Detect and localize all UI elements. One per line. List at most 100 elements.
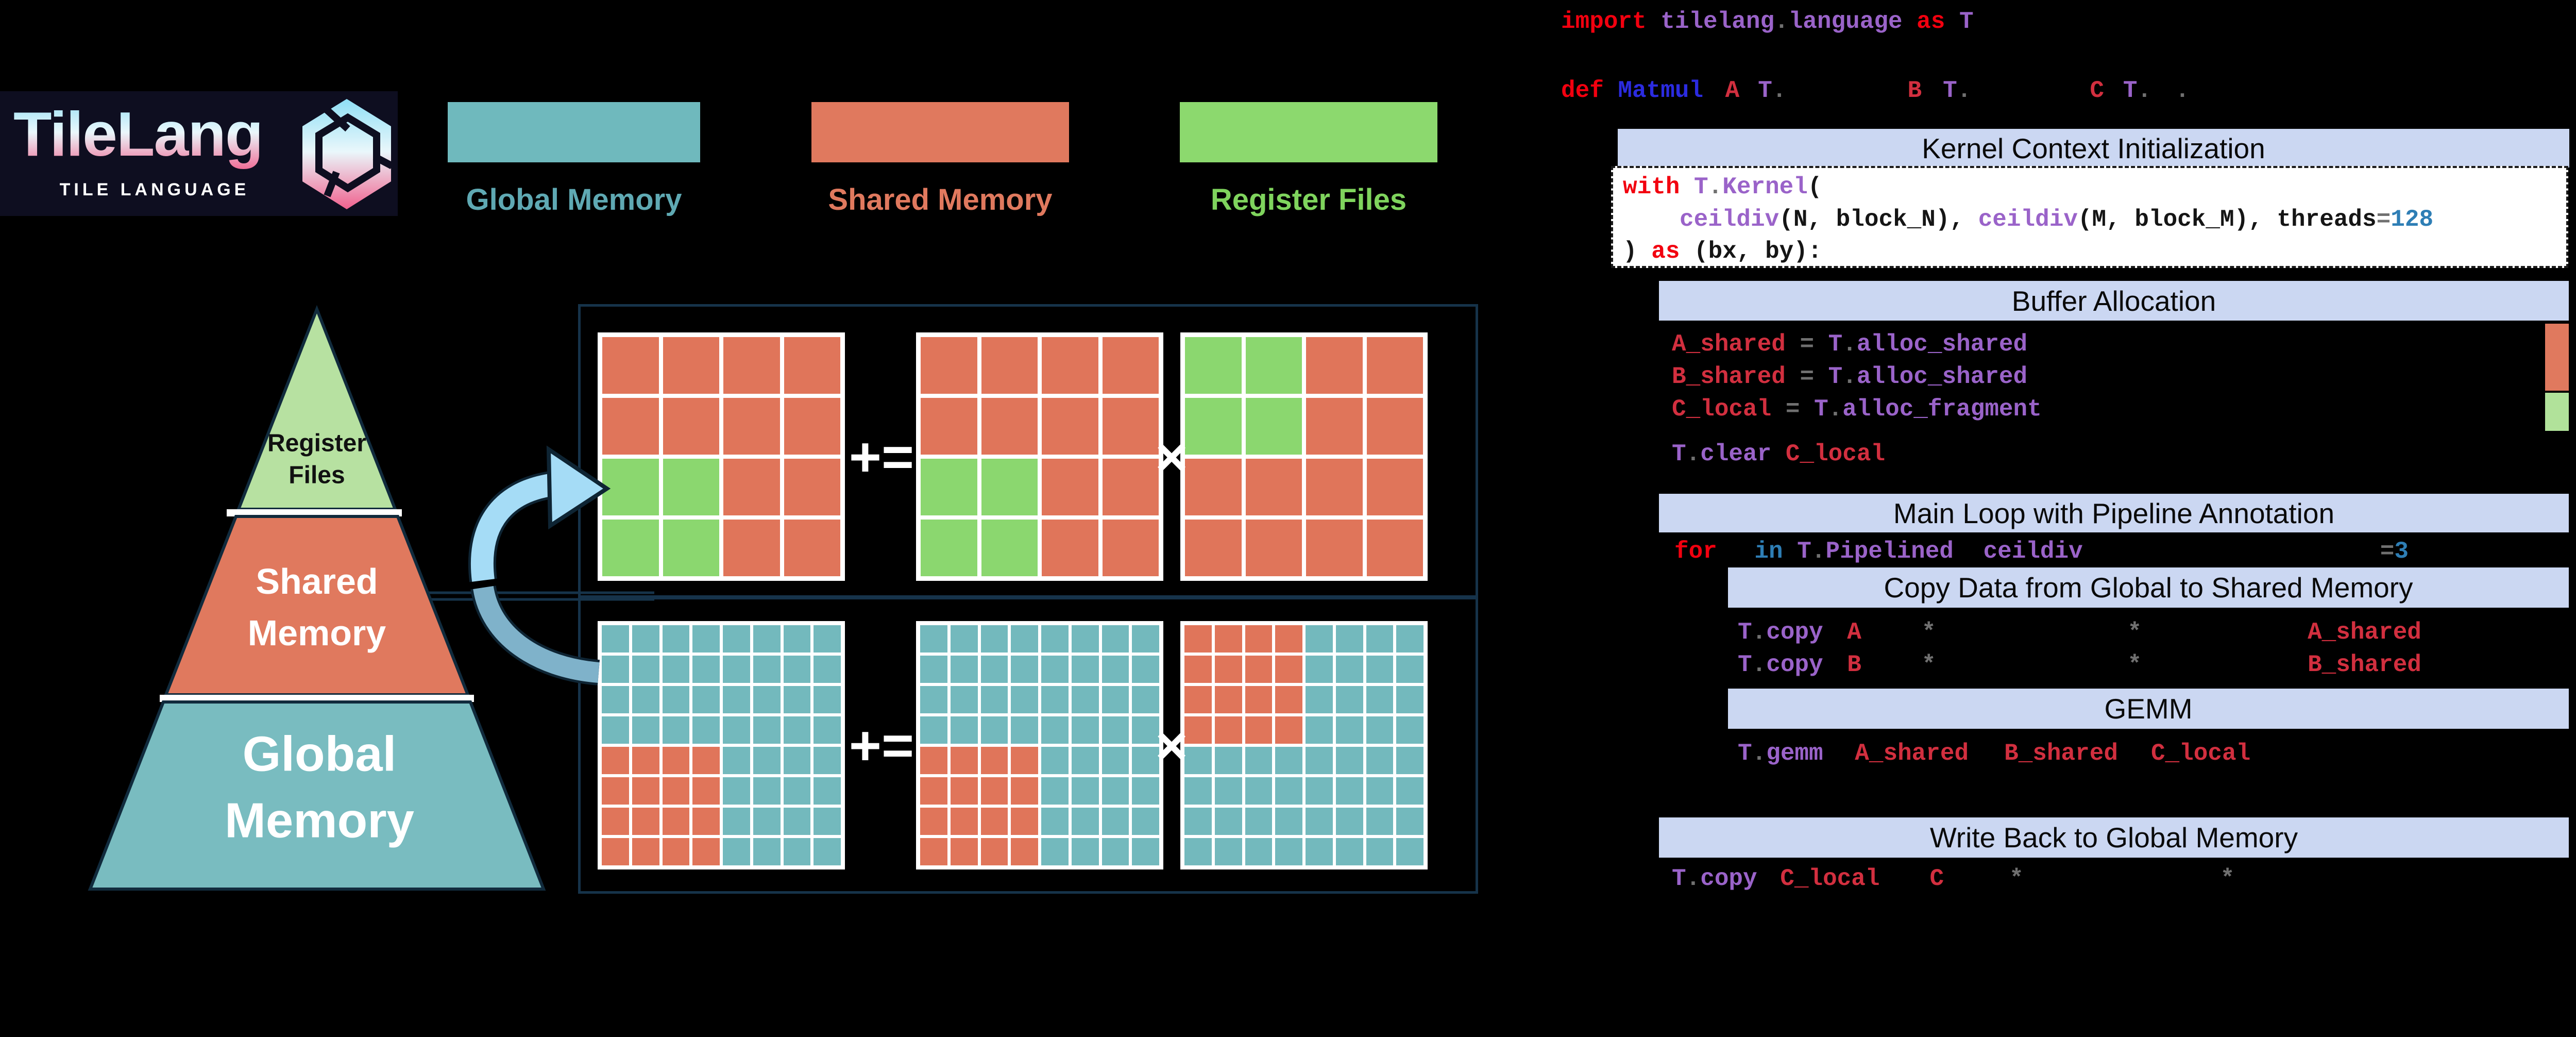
- matrix-cell: [784, 520, 840, 576]
- matrix-cell: [632, 838, 659, 865]
- kernel-context-code-box: [1611, 166, 2568, 268]
- matrix-cell: [1214, 716, 1242, 744]
- global-grid-3: [1180, 621, 1428, 869]
- matrix-cell: [602, 808, 629, 835]
- matrix-cell: [784, 459, 840, 515]
- ceildiv-line: ceildiv(N, block_N), ceildiv(M, block_M)…: [1680, 206, 2434, 233]
- matrix-cell: [814, 808, 841, 835]
- matrix-cell: [632, 808, 659, 835]
- matrix-cell: [1042, 337, 1098, 394]
- matrix-cell: [784, 337, 840, 394]
- matrix-cell: [980, 716, 1008, 744]
- matrix-cell: [1275, 656, 1302, 683]
- kernel-close-line: ) as (bx, by):: [1623, 238, 1822, 265]
- matrix-cell: [950, 838, 978, 865]
- t-clear-line: T.clear C_local: [1672, 441, 1886, 467]
- matrix-cell: [1245, 459, 1302, 515]
- matrix-cell: [1102, 459, 1159, 515]
- matrix-cell: [1041, 777, 1069, 805]
- matrix-cell: [1245, 337, 1302, 394]
- matrix-cell: [1396, 838, 1423, 865]
- matrix-cell: [981, 459, 1038, 515]
- import-line: import tilelang.language as T: [1561, 8, 1974, 35]
- matrix-cell: [1396, 747, 1423, 774]
- matrix-cell: [662, 716, 690, 744]
- matrix-cell: [1245, 777, 1273, 805]
- matrix-cell: [1306, 656, 1333, 683]
- matrix-cell: [1396, 686, 1423, 713]
- matrix-cell: [920, 747, 947, 774]
- matrix-cell: [1011, 747, 1038, 774]
- for-line: for in T.Pipelined ceildiv=3: [1674, 538, 2409, 565]
- matrix-cell: [920, 777, 947, 805]
- matrix-cell: [1366, 686, 1394, 713]
- register-files-strip: [2545, 393, 2569, 431]
- matrix-cell: [632, 777, 659, 805]
- matrix-cell: [662, 838, 690, 865]
- matrix-cell: [920, 838, 947, 865]
- pyramid-label-shared-2: Memory: [248, 613, 386, 653]
- matrix-cell: [1366, 656, 1394, 683]
- matrix-cell: [602, 656, 629, 683]
- matrix-cell: [1042, 459, 1098, 515]
- matrix-cell: [1366, 808, 1394, 835]
- section-header-kernel-context: Kernel Context Initialization: [1618, 129, 2569, 168]
- matrix-cell: [602, 686, 629, 713]
- matrix-cell: [1071, 777, 1099, 805]
- matrix-cell: [814, 625, 841, 653]
- section-header-write-back: Write Back to Global Memory: [1659, 817, 2569, 858]
- matrix-cell: [1275, 716, 1302, 744]
- matrix-cell: [981, 520, 1038, 576]
- legend-swatch-global: [448, 102, 700, 162]
- plus-equals-operator-top: +=: [849, 425, 914, 488]
- matrix-cell: [753, 747, 781, 774]
- matrix-cell: [1184, 625, 1212, 653]
- matrix-cell: [1245, 656, 1273, 683]
- matrix-cell: [814, 716, 841, 744]
- matrix-cell: [1366, 520, 1423, 576]
- matrix-cell: [1132, 808, 1159, 835]
- matrix-cell: [1335, 625, 1363, 653]
- matrix-cell: [1071, 656, 1099, 683]
- matrix-cell: [980, 625, 1008, 653]
- matrix-cell: [632, 716, 659, 744]
- matrix-cell: [1396, 656, 1423, 683]
- matrix-cell: [692, 686, 720, 713]
- matrix-cell: [723, 777, 750, 805]
- matrix-cell: [1184, 777, 1212, 805]
- matrix-cell: [814, 686, 841, 713]
- matrix-cell: [662, 656, 690, 683]
- matrix-cell: [1101, 777, 1129, 805]
- matrix-cell: [1184, 838, 1212, 865]
- matrix-cell: [1245, 838, 1273, 865]
- matrix-cell: [1366, 459, 1423, 515]
- matrix-cell: [1335, 716, 1363, 744]
- register-grid-2: [916, 332, 1163, 581]
- matrix-cell: [1335, 686, 1363, 713]
- b-shared-line: B_shared = T.alloc_shared: [1672, 363, 2028, 390]
- global-tiles-frame: [578, 597, 1478, 894]
- matrix-cell: [1101, 747, 1129, 774]
- pyramid-label-register-2: Files: [289, 462, 345, 489]
- matrix-cell: [1245, 747, 1273, 774]
- matrix-cell: [1011, 808, 1038, 835]
- matrix-cell: [1042, 398, 1098, 455]
- shared-memory-strip: [2545, 324, 2569, 391]
- global-grid-1: [598, 621, 845, 869]
- matrix-cell: [662, 686, 690, 713]
- tilelang-logo: TileLang TILE LANGUAGE: [0, 91, 398, 216]
- matrix-cell: [921, 520, 977, 576]
- matrix-cell: [950, 625, 978, 653]
- matrix-cell: [1071, 686, 1099, 713]
- matrix-cell: [1101, 656, 1129, 683]
- section-header-buffer-allocation: Buffer Allocation: [1659, 281, 2569, 321]
- matrix-cell: [753, 777, 781, 805]
- matrix-cell: [1011, 656, 1038, 683]
- matrix-cell: [1306, 747, 1333, 774]
- matrix-cell: [980, 747, 1008, 774]
- copy-a-line: T.copy A**A_shared: [1738, 619, 2421, 646]
- matrix-cell: [814, 747, 841, 774]
- legend-label-global: Global Memory: [466, 183, 682, 216]
- matrix-cell: [921, 398, 977, 455]
- matrix-cell: [1101, 808, 1129, 835]
